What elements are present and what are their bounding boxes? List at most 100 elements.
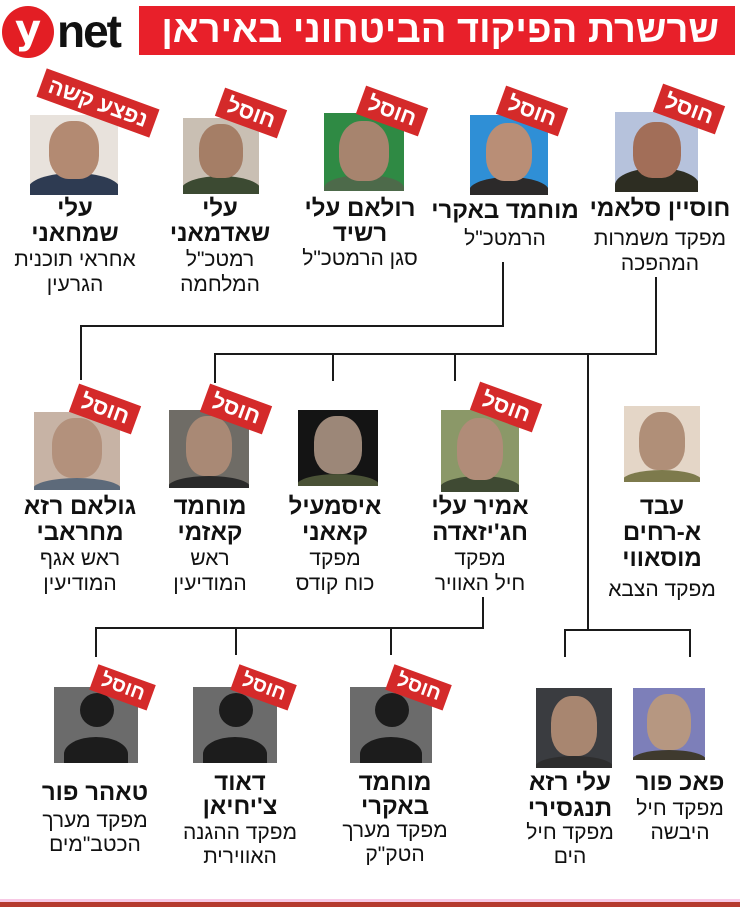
person-name: צ'יחיאן xyxy=(202,793,278,820)
person-role: מפקד מערך xyxy=(42,809,148,832)
person-card-salami: חוסל חוסיין סלאמי מפקד משמרות המהפכה xyxy=(580,80,740,280)
connector-line xyxy=(689,629,691,657)
person-name: מוחמד xyxy=(173,493,247,520)
person-name: עבד xyxy=(639,493,685,520)
person-card-pakpour: פאכ פור מפקד חיל היבשה xyxy=(620,660,740,850)
footer-rule xyxy=(0,902,740,907)
portrait-photo xyxy=(298,410,378,486)
person-name: קאזמי xyxy=(177,519,243,546)
connector-line xyxy=(502,262,504,326)
person-name: אמיר עלי xyxy=(431,493,529,520)
person-name: דאוד xyxy=(214,769,266,796)
avatar-head-icon xyxy=(219,693,253,727)
person-role: מפקד חיל xyxy=(526,821,614,844)
portrait-photo xyxy=(633,688,705,760)
person-name: רשיד xyxy=(332,220,388,247)
footer-rule-highlight xyxy=(0,899,740,902)
person-name: פאכ פור xyxy=(635,769,725,796)
portrait-photo xyxy=(441,410,519,492)
avatar-head-icon xyxy=(80,693,114,727)
connector-line xyxy=(564,629,566,657)
person-name: איסמעיל xyxy=(288,493,382,520)
person-card-rashid: חוסל רולאם עלי רשיד סגן הרמטכ"ל xyxy=(285,80,435,270)
person-name: באקרי xyxy=(360,793,429,820)
person-card-tangsiri: עלי רזא תנגסירי מפקד חיל הים xyxy=(515,660,625,870)
connector-line xyxy=(214,353,216,383)
person-name: גולאם רזא xyxy=(23,493,137,520)
person-role: היבשה xyxy=(650,821,710,844)
connector-line xyxy=(390,627,392,655)
person-name: מוסאווי xyxy=(622,545,702,572)
person-card-mousavi: עבד א-רחים מוסאווי מפקד הצבא xyxy=(592,390,732,610)
ynet-logo-circle: y xyxy=(2,6,54,58)
page-title: שרשרת הפיקוד הביטחוני באיראן xyxy=(139,6,735,55)
connector-line xyxy=(482,597,484,629)
person-role: הטק"ק xyxy=(365,843,425,866)
person-role: מפקד משמרות xyxy=(593,227,727,250)
connector-line xyxy=(587,353,589,631)
person-role: מפקד ההגנה xyxy=(182,821,298,844)
person-role: הכטב"מים xyxy=(49,833,141,856)
person-role: הים xyxy=(553,845,587,868)
person-role: מפקד xyxy=(454,547,506,570)
person-card-taherpour: חוסל טאהר פור מפקד מערך הכטב"מים xyxy=(30,660,160,870)
person-name: שאדמאני xyxy=(169,220,271,247)
person-card-mohrabi: חוסל גולאם רזא מחראבי ראש אגף המודיעין xyxy=(10,380,150,600)
person-card-bagheri: חוסל מוחמד באקרי הרמטכ"ל xyxy=(425,80,585,260)
person-role: כוח קודס xyxy=(295,572,375,595)
portrait-photo xyxy=(169,410,249,488)
connector-line xyxy=(655,277,657,355)
person-card-bagheri-tkk: חוסל מוחמד באקרי מפקד מערך הטק"ק xyxy=(330,660,460,870)
avatar-body-icon xyxy=(64,737,128,763)
person-name: שמחאני xyxy=(31,220,119,247)
person-role: מפקד חיל xyxy=(636,797,724,820)
avatar-body-icon xyxy=(360,737,422,763)
person-card-chihian: חוסל דאוד צ'יחיאן מפקד ההגנה האווירית xyxy=(175,660,305,870)
person-name: מחראבי xyxy=(36,519,124,546)
person-role: המהפכה xyxy=(620,252,700,275)
person-name: טאהר פור xyxy=(41,779,149,806)
person-name: עלי xyxy=(202,195,238,222)
person-name: עלי xyxy=(57,195,93,222)
person-role: ראש xyxy=(190,547,230,570)
placeholder-avatar xyxy=(193,687,277,763)
connector-line xyxy=(332,353,334,381)
connector-line xyxy=(95,627,97,657)
person-role: מפקד מערך xyxy=(342,819,448,842)
avatar-body-icon xyxy=(203,737,267,763)
person-role: המודיעין xyxy=(173,572,247,595)
person-name: חג'יזאדה xyxy=(432,519,528,546)
portrait-photo xyxy=(624,406,700,482)
person-card-hajizadeh: חוסל אמיר עלי חג'יזאדה מפקד חיל האוויר xyxy=(405,380,555,600)
person-name: תנגסירי xyxy=(527,795,613,822)
avatar-head-icon xyxy=(375,693,409,727)
person-role: האווירית xyxy=(203,845,277,868)
person-role: המלחמה xyxy=(180,273,260,296)
connector-line xyxy=(95,627,484,629)
connector-line xyxy=(564,629,691,631)
portrait-photo xyxy=(183,118,259,194)
person-role: המודיעין xyxy=(43,572,117,595)
person-role: חיל האוויר xyxy=(434,572,526,595)
portrait-photo xyxy=(30,115,118,195)
connector-line xyxy=(454,353,456,381)
person-card-kazemi: חוסל מוחמד קאזמי ראש המודיעין xyxy=(145,380,275,600)
person-role: מפקד הצבא xyxy=(608,578,716,601)
connector-line xyxy=(80,325,82,380)
person-name: מוחמד xyxy=(358,769,432,796)
connector-line xyxy=(214,353,657,355)
person-name: רולאם עלי xyxy=(304,195,416,222)
person-role: ראש אגף xyxy=(39,547,121,570)
person-role: הרמטכ"ל xyxy=(464,227,546,250)
person-name: א-רחים xyxy=(622,519,702,546)
person-role: רמטכ"ל xyxy=(185,248,255,271)
portrait-photo xyxy=(536,688,612,768)
ynet-logo-text: net xyxy=(57,5,122,57)
person-role: סגן הרמטכ"ל xyxy=(302,247,418,270)
person-name: מוחמד באקרי xyxy=(431,197,579,224)
person-card-shamkhani: נפצע קשה עלי שמחאני אחראי תוכנית הגרעין xyxy=(0,68,160,300)
person-role: אחראי תוכנית xyxy=(14,248,136,271)
portrait-photo xyxy=(615,112,698,192)
person-name: חוסיין סלאמי xyxy=(589,195,731,222)
person-name: קאאני xyxy=(301,519,369,546)
